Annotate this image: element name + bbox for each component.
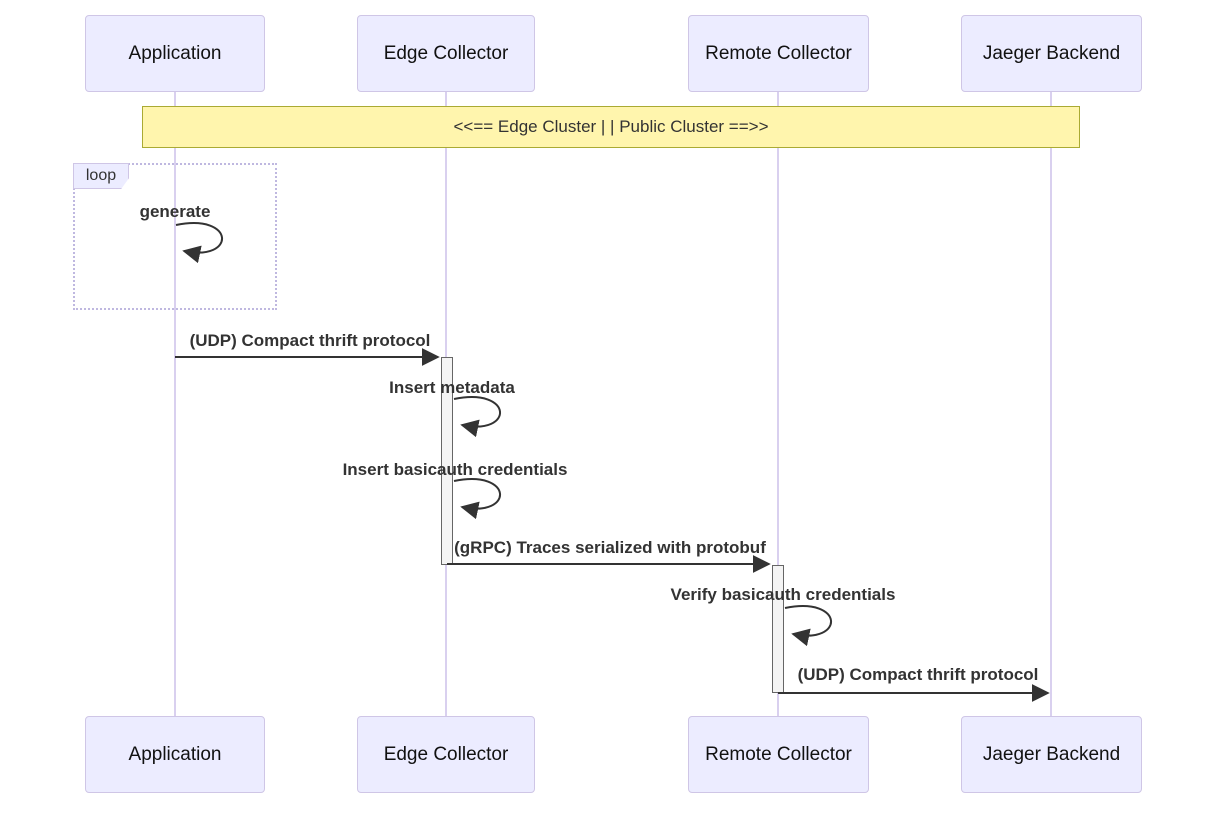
note-text: <<== Edge Cluster | | Public Cluster ==>… xyxy=(453,117,769,136)
message-label-udp-thrift-1: (UDP) Compact thrift protocol xyxy=(189,331,431,350)
actor-edge-collector-top: Edge Collector xyxy=(357,15,535,92)
actor-jaeger-backend-bottom: Jaeger Backend xyxy=(961,716,1142,793)
actor-label: Remote Collector xyxy=(705,743,852,765)
arrow-insert-metadata-self xyxy=(453,396,501,438)
actor-label: Application xyxy=(128,743,222,765)
loop-fragment xyxy=(73,163,277,310)
actor-edge-collector-bottom: Edge Collector xyxy=(357,716,535,793)
actor-label: Jaeger Backend xyxy=(982,743,1121,765)
actor-label: Edge Collector xyxy=(383,743,509,765)
note-edge-public-cluster: <<== Edge Cluster | | Public Cluster ==>… xyxy=(142,106,1080,148)
message-label-verify-basicauth: Verify basicauth credentials xyxy=(670,585,896,604)
actor-application-bottom: Application xyxy=(85,716,265,793)
actor-label: Jaeger Backend xyxy=(982,42,1121,64)
actor-application-top: Application xyxy=(85,15,265,92)
message-label-udp-thrift-2: (UDP) Compact thrift protocol xyxy=(797,665,1039,684)
actor-remote-collector-bottom: Remote Collector xyxy=(688,716,869,793)
message-label-grpc-protobuf: (gRPC) Traces serialized with protobuf xyxy=(454,538,766,557)
actor-label: Application xyxy=(128,42,222,64)
lifeline-remote-collector xyxy=(777,92,779,716)
actor-label: Edge Collector xyxy=(383,42,509,64)
arrow-verify-basicauth-self xyxy=(784,605,832,647)
message-label-generate: generate xyxy=(139,202,211,221)
message-label-insert-basicauth: Insert basicauth credentials xyxy=(342,460,568,479)
arrow-insert-basicauth-self xyxy=(453,478,501,520)
loop-label: loop xyxy=(85,167,117,184)
actor-remote-collector-top: Remote Collector xyxy=(688,15,869,92)
loop-label-tag: loop xyxy=(73,163,129,189)
lifeline-application xyxy=(174,92,176,716)
actor-jaeger-backend-top: Jaeger Backend xyxy=(961,15,1142,92)
lifeline-jaeger-backend xyxy=(1050,92,1052,716)
message-label-insert-metadata: Insert metadata xyxy=(389,378,515,397)
actor-label: Remote Collector xyxy=(705,42,852,64)
